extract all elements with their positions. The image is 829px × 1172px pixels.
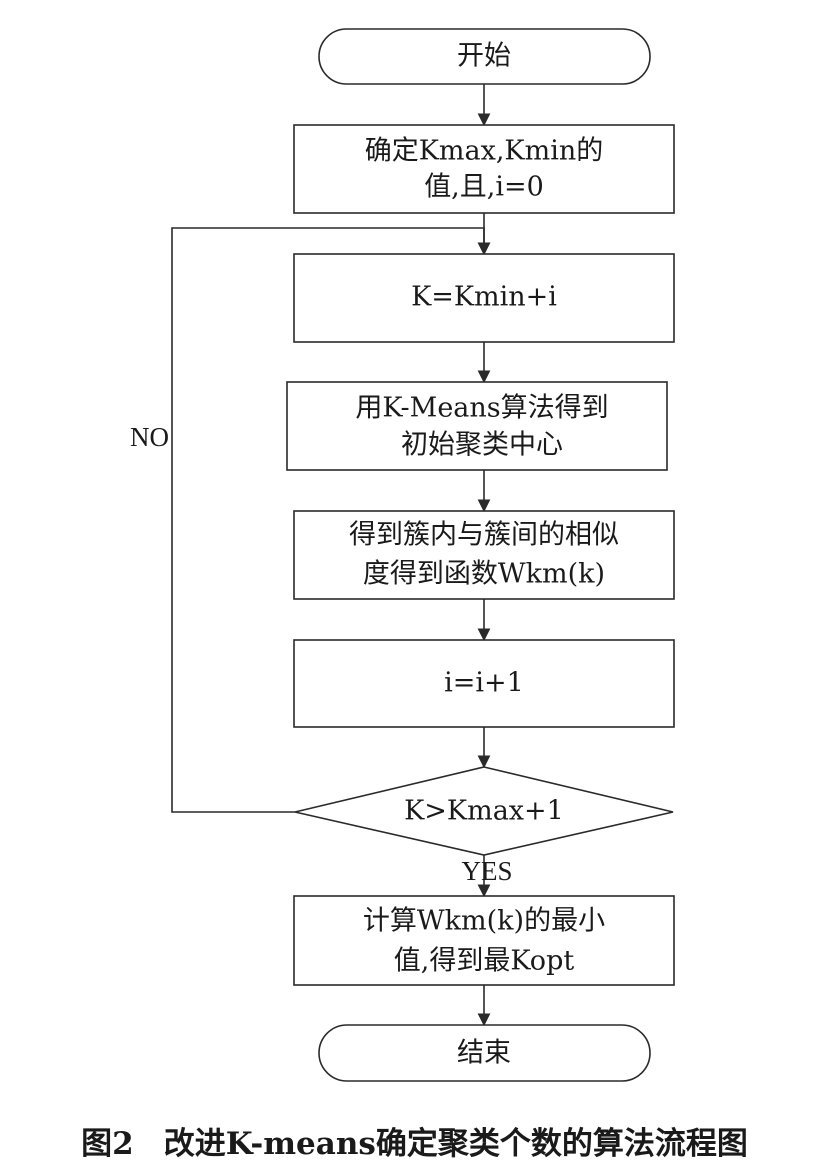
figure-caption: 图2 改进K-means确定聚类个数的算法流程图 bbox=[0, 1118, 829, 1163]
no-branch-label: NO bbox=[130, 422, 169, 452]
edge-decision-no-loop bbox=[171, 227, 491, 813]
compute-min-label-line2: 值,得到最Kopt bbox=[394, 946, 575, 977]
kmeans-label-line2: 初始聚类中心 bbox=[401, 430, 563, 461]
set-k-process-box bbox=[293, 253, 675, 343]
increment-label: i=i+1 bbox=[444, 668, 524, 699]
set-k-label: K=Kmin+i bbox=[411, 282, 557, 313]
start-label: 开始 bbox=[457, 41, 511, 72]
end-label: 结束 bbox=[457, 1038, 511, 1069]
end-terminal bbox=[318, 1024, 651, 1082]
compute-min-label-line1: 计算Wkm(k)的最小 bbox=[363, 906, 605, 937]
start-terminal bbox=[318, 28, 651, 85]
figure-number: 图2 bbox=[81, 1126, 134, 1162]
kmeans-process-box bbox=[286, 381, 668, 471]
similarity-label-line2: 度得到函数Wkm(k) bbox=[363, 559, 605, 590]
increment-process-box bbox=[293, 639, 675, 728]
init-label-line1: 确定Kmax,Kmin的 bbox=[365, 136, 603, 167]
figure-title: 改进K-means确定聚类个数的算法流程图 bbox=[163, 1126, 748, 1162]
decision-diamond bbox=[294, 766, 674, 856]
yes-branch-label: YES bbox=[461, 856, 512, 886]
kmeans-label-line1: 用K-Means算法得到 bbox=[355, 393, 608, 424]
similarity-process-box bbox=[293, 510, 675, 600]
similarity-label-line1: 得到簇内与簇间的相似 bbox=[349, 520, 619, 551]
init-label-line2: 值,且,i=0 bbox=[424, 172, 544, 203]
compute-min-process-box bbox=[293, 895, 675, 986]
decision-label: K>Kmax+1 bbox=[404, 796, 564, 827]
init-process-box bbox=[293, 124, 675, 214]
